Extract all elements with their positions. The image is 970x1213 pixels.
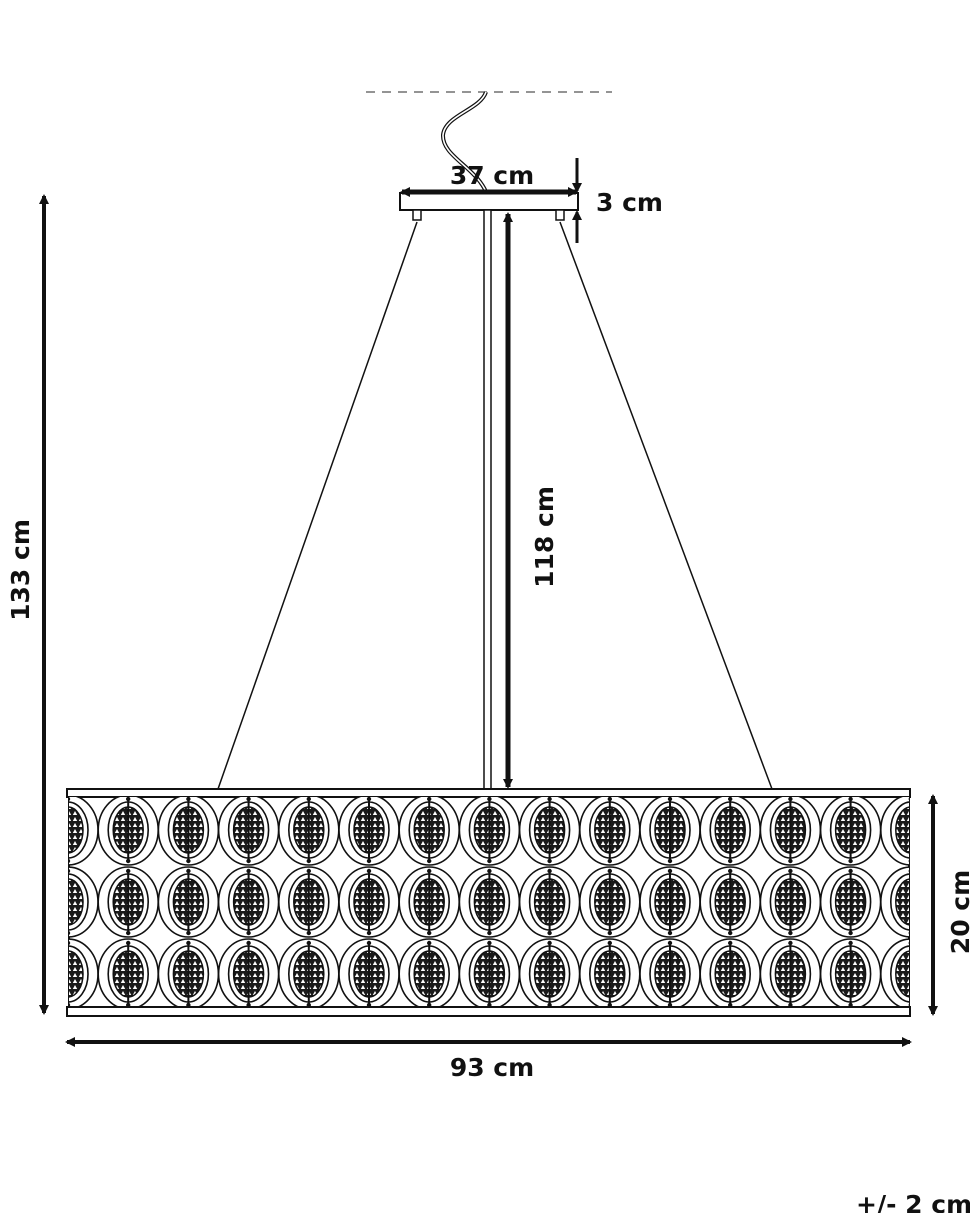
shade-motif	[97, 797, 159, 866]
wire-left	[217, 221, 418, 790]
shade-motif	[518, 797, 581, 866]
shade-motif	[157, 797, 220, 866]
shade-motif	[458, 866, 521, 938]
canopy	[399, 192, 579, 211]
shade-motif	[639, 866, 701, 938]
shade-motif	[880, 938, 909, 1007]
canopy-height-label: 3 cm	[596, 188, 663, 217]
shade-motif	[579, 938, 641, 1007]
shade-motif	[759, 797, 822, 866]
shade-motif	[97, 938, 159, 1007]
shade-motif	[338, 797, 400, 866]
shade-motif	[217, 866, 280, 938]
shade-height-label: 20 cm	[946, 870, 970, 954]
shade-motif	[699, 938, 761, 1007]
shade-motif	[578, 866, 641, 938]
shade-motif	[518, 866, 581, 938]
shade-width-label: 93 cm	[450, 1053, 534, 1082]
lamp-shade	[66, 788, 911, 1017]
shade-motif	[699, 797, 761, 866]
shade-motif	[278, 797, 340, 866]
shade-motif	[398, 938, 460, 1007]
shade-motif	[639, 797, 701, 866]
shade-motif	[69, 938, 99, 1007]
shade-motif	[458, 938, 521, 1007]
shade-motif	[69, 797, 99, 866]
shade-motif	[819, 938, 882, 1007]
shade-motif	[217, 938, 280, 1007]
shade-motif	[699, 866, 762, 938]
tolerance-label: +/- 2 cm	[856, 1190, 970, 1213]
shade-motif	[759, 938, 822, 1007]
shade-motif	[157, 938, 220, 1007]
shade-motif	[217, 797, 280, 866]
shade-motif	[398, 797, 460, 866]
shade-motif	[338, 866, 400, 938]
wire-right	[559, 221, 773, 790]
shade-motif	[97, 866, 159, 938]
shade-motif	[518, 938, 581, 1007]
shade-motif	[278, 938, 340, 1007]
shade-motif	[157, 866, 220, 938]
shade-motif	[639, 938, 701, 1007]
shade-motif	[398, 866, 461, 938]
shade-motif	[880, 797, 909, 866]
shade-motif	[458, 797, 521, 866]
shade-motif	[819, 797, 882, 866]
shade-motif	[277, 866, 340, 938]
shade-motif	[819, 866, 882, 938]
shade-motif	[69, 866, 99, 938]
suspension-rod	[483, 209, 492, 791]
canopy-width-label: 37 cm	[450, 161, 534, 190]
shade-motif	[759, 866, 822, 938]
rod-length-label: 118 cm	[530, 486, 559, 588]
total-height-label: 133 cm	[6, 519, 35, 621]
shade-motif	[579, 797, 641, 866]
shade-motif	[880, 866, 909, 938]
shade-motif	[338, 938, 400, 1007]
